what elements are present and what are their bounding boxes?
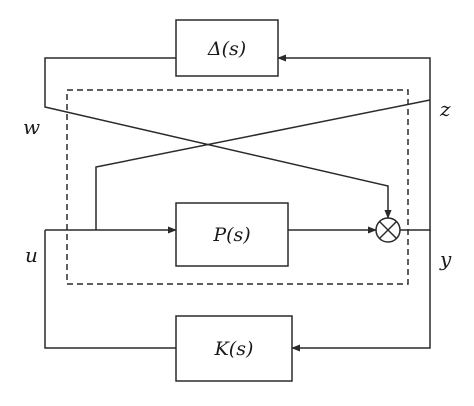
delta-block: Δ(s) (175, 19, 279, 77)
summing-junction (375, 217, 401, 243)
y-to-controller-path (291, 230, 431, 352)
z-feedback-path (277, 54, 431, 231)
controller-block: K(s) (175, 315, 293, 382)
generalized-plant-boundary (66, 89, 409, 285)
plant-block-label: P(s) (212, 224, 250, 246)
signal-label-z: z (439, 97, 451, 121)
u-to-z-crossing-path (95, 99, 431, 230)
signal-label-w: w (23, 115, 40, 139)
signal-label-u: u (25, 243, 38, 267)
controller-block-label: K(s) (214, 338, 254, 360)
w-signal-path (44, 57, 392, 219)
signal-label-y: y (439, 247, 452, 271)
delta-block-label: Δ(s) (207, 38, 246, 60)
controller-to-u-path (44, 230, 176, 349)
plant-block: P(s) (175, 202, 289, 267)
